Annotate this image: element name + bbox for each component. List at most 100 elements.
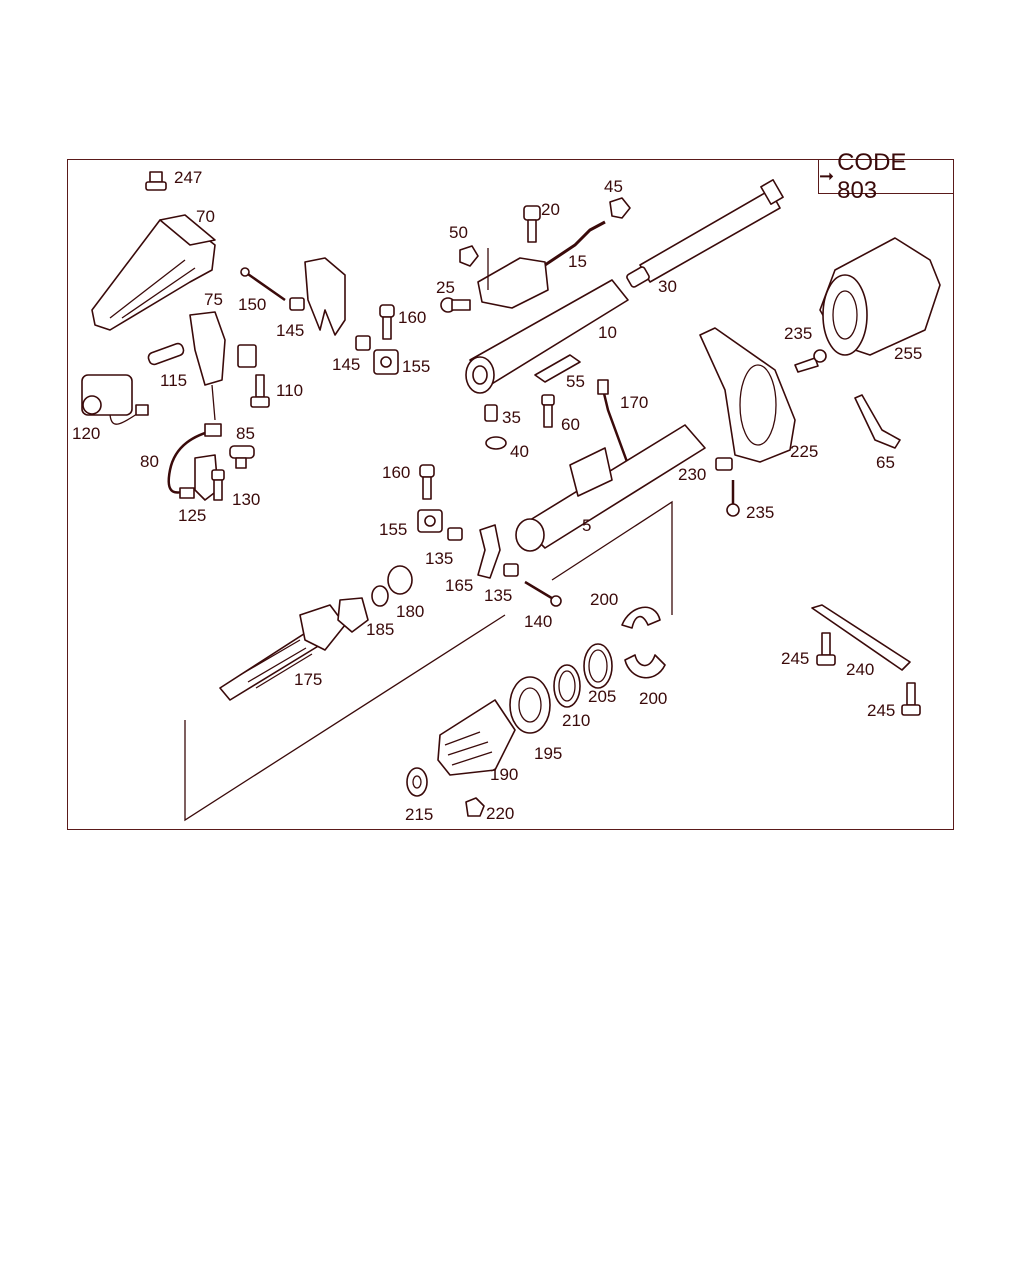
part-60-bolt <box>541 394 555 428</box>
part-230-clip <box>715 457 733 471</box>
part-70-bracket <box>91 214 216 331</box>
callout-170: 170 <box>620 393 648 412</box>
callout-40: 40 <box>510 442 529 461</box>
callout-200-b: 200 <box>639 689 667 708</box>
callout-60: 60 <box>561 415 580 434</box>
callout-10: 10 <box>598 323 617 342</box>
callout-205: 205 <box>588 687 616 706</box>
part-120-motor <box>81 374 149 425</box>
callout-160-a: 160 <box>398 308 426 327</box>
part-45-nut <box>609 197 631 219</box>
part-15-lock <box>477 220 606 309</box>
part-25-screw <box>440 297 471 313</box>
part-10-tube <box>465 279 629 394</box>
callout-240: 240 <box>846 660 874 679</box>
part-115-pin <box>147 342 185 366</box>
part-135-nut-a <box>447 527 463 541</box>
part-245-bolt-a <box>816 632 836 666</box>
callout-145-a: 145 <box>276 321 304 340</box>
callout-20: 20 <box>541 200 560 219</box>
callout-25: 25 <box>436 278 455 297</box>
callout-140: 140 <box>524 612 552 631</box>
diagram-frame <box>67 159 954 830</box>
callout-210: 210 <box>562 711 590 730</box>
callout-180: 180 <box>396 602 424 621</box>
callout-80: 80 <box>140 452 159 471</box>
part-35-spring <box>484 404 498 422</box>
callout-120: 120 <box>72 424 100 443</box>
part-65-bracket <box>854 394 901 449</box>
part-80-harness <box>167 423 222 499</box>
part-160-bolt-b <box>419 464 435 500</box>
part-190-boot <box>437 699 516 776</box>
callout-155-a: 155 <box>402 357 430 376</box>
part-205-ring <box>583 643 613 689</box>
part-5-jacket <box>515 424 706 552</box>
callout-135-b: 135 <box>484 586 512 605</box>
callout-55: 55 <box>566 372 585 391</box>
part-215-washer <box>406 767 428 797</box>
part-110-bolt <box>250 374 270 408</box>
callout-85: 85 <box>236 424 255 443</box>
callout-65: 65 <box>876 453 895 472</box>
callout-135-a: 135 <box>425 549 453 568</box>
callout-160-b: 160 <box>382 463 410 482</box>
part-235-screw-b <box>726 480 740 517</box>
callout-245-b: 245 <box>867 701 895 720</box>
part-155-clip-a <box>373 349 399 375</box>
part-175-shaft <box>219 604 346 701</box>
part-140-bolt <box>524 580 562 607</box>
callout-247: 247 <box>174 168 202 187</box>
callout-125: 125 <box>178 506 206 525</box>
part-50-nut <box>459 245 479 267</box>
callout-115: 115 <box>160 371 187 390</box>
detail-leader-lines <box>184 500 673 822</box>
part-255-cover <box>819 237 941 356</box>
callout-15: 15 <box>568 252 587 271</box>
part-125-clip <box>194 454 219 501</box>
part-240-strap <box>811 604 911 671</box>
part-225-support <box>699 327 796 463</box>
part-220-nut <box>465 797 485 817</box>
callout-185: 185 <box>366 620 394 639</box>
callout-225: 225 <box>790 442 818 461</box>
part-30-shaft <box>626 179 784 288</box>
part-145-nut-b <box>355 335 371 351</box>
callout-35: 35 <box>502 408 521 427</box>
callout-220: 220 <box>486 804 514 823</box>
part-245-bolt-b <box>901 682 921 716</box>
part-135-nut-b <box>503 563 519 577</box>
callout-150: 150 <box>238 295 266 314</box>
callout-230: 230 <box>678 465 706 484</box>
part-85-plug <box>229 344 257 469</box>
callout-195: 195 <box>534 744 562 763</box>
callout-245-a: 245 <box>781 649 809 668</box>
callout-145-b: 145 <box>332 355 360 374</box>
callout-165: 165 <box>445 576 473 595</box>
callout-5: 5 <box>582 516 591 535</box>
part-180-nut <box>371 565 413 607</box>
callout-50: 50 <box>449 223 468 242</box>
code-label: CODE 803 <box>837 148 907 204</box>
part-130-bolt <box>211 469 225 501</box>
part-170-lever <box>597 379 632 471</box>
callout-255: 255 <box>894 344 922 363</box>
part-210-ring <box>553 664 581 708</box>
callout-235-a: 235 <box>784 324 812 343</box>
part-40-clip <box>485 436 507 450</box>
callout-30: 30 <box>658 277 677 296</box>
part-160-bolt-a <box>379 304 395 340</box>
callout-130: 130 <box>232 490 260 509</box>
part-235-screw-a <box>794 349 827 373</box>
part-20-bolt <box>523 205 541 243</box>
callout-110: 110 <box>276 381 303 400</box>
callout-200-a: 200 <box>590 590 618 609</box>
part-185-yoke <box>337 597 369 633</box>
part-247-bolt <box>145 171 167 191</box>
callout-215: 215 <box>405 805 433 824</box>
part-155-clip-b <box>417 509 443 533</box>
callout-235-b: 235 <box>746 503 774 522</box>
part-200-sleeve-b <box>624 654 666 679</box>
code-reference-box: ➞ CODE 803 <box>818 149 954 204</box>
